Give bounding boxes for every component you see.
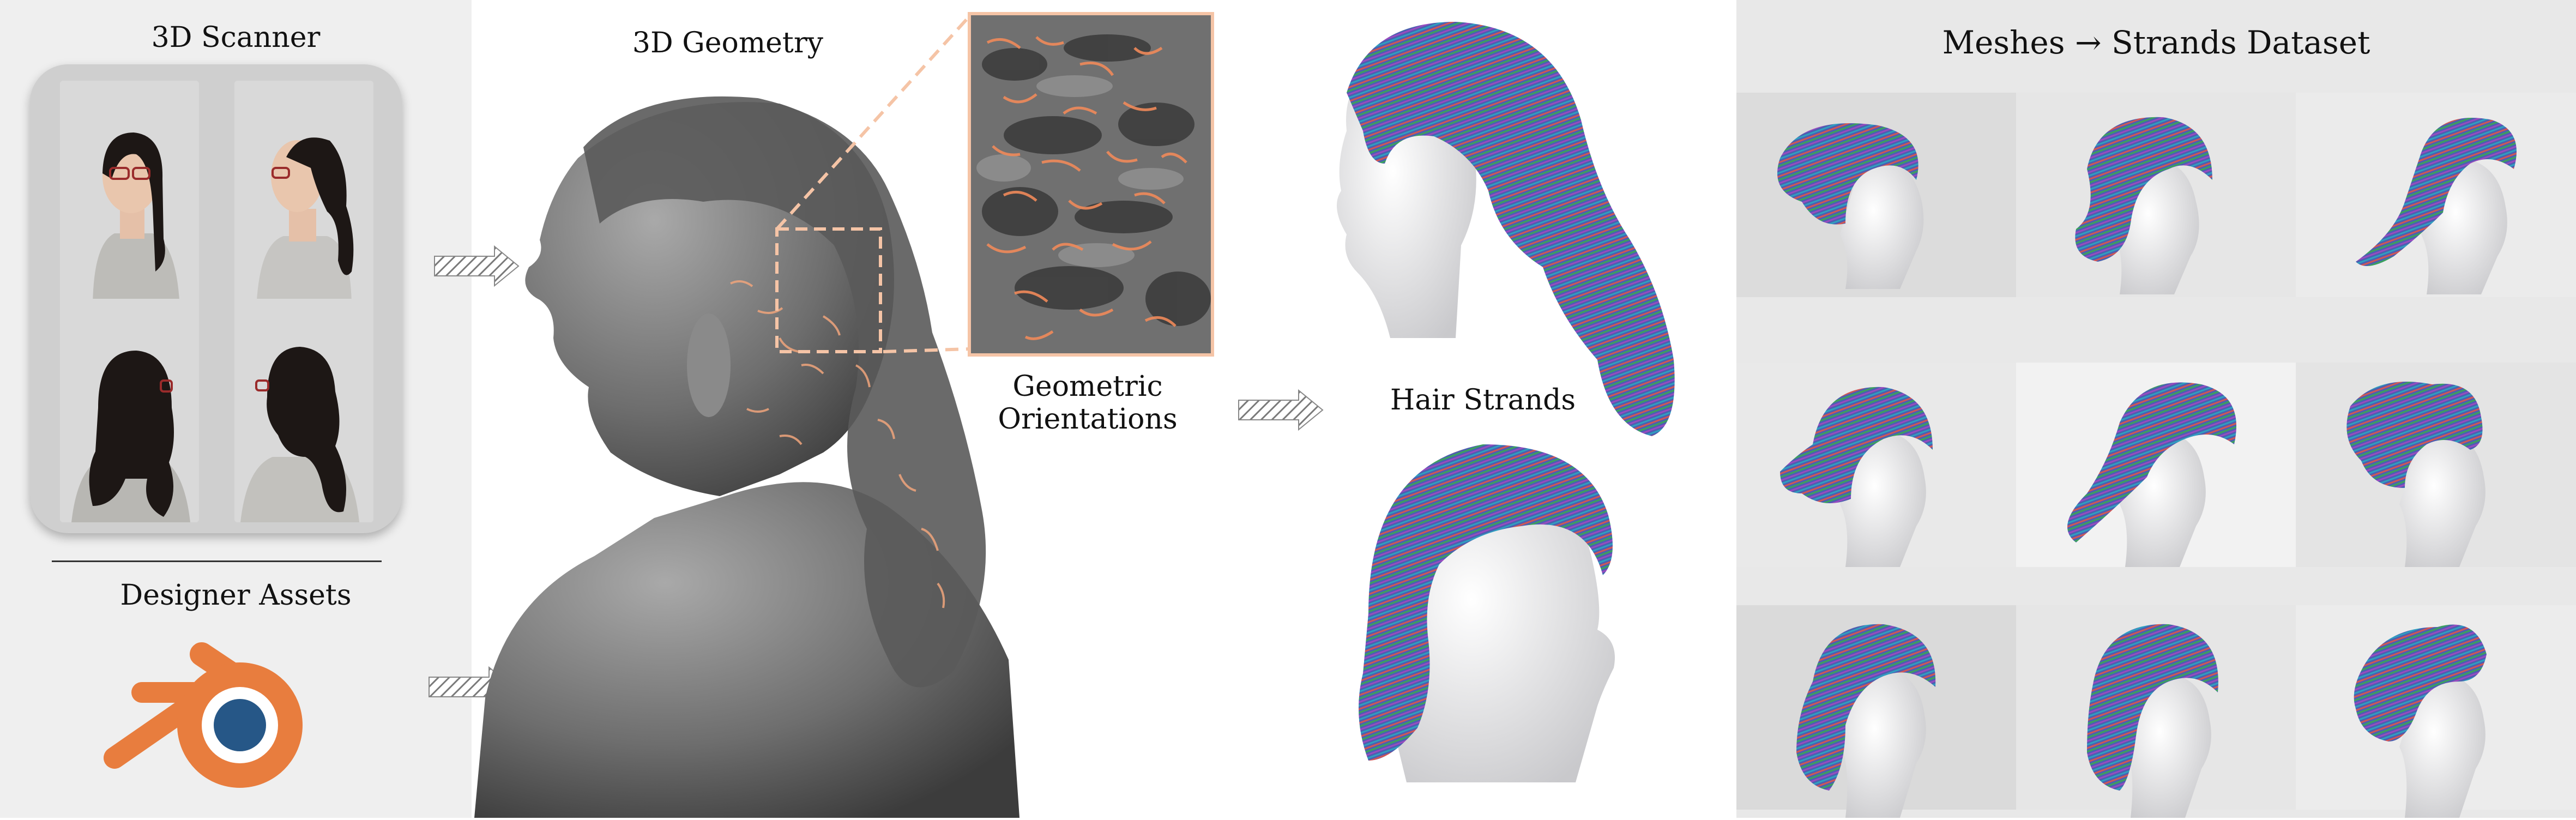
dataset-sample xyxy=(2016,605,2296,818)
scan-photo-front-left xyxy=(60,81,199,304)
designer-assets-title: Designer Assets xyxy=(120,579,352,612)
scan-photo-side-right xyxy=(234,81,373,304)
hair-strands-title: Hair Strands xyxy=(1390,384,1576,417)
dataset-sample xyxy=(2016,93,2296,297)
scan-photo-back-right xyxy=(234,299,373,522)
dataset-sample xyxy=(2296,93,2576,297)
zoom-connector xyxy=(774,11,981,393)
dataset-sample xyxy=(1736,363,2016,567)
strands-render-bottom xyxy=(1347,433,1652,793)
geometry-scan-render xyxy=(474,82,1090,818)
geometry-title: 3D Geometry xyxy=(632,27,824,59)
dataset-sample xyxy=(2016,363,2296,567)
section-divider xyxy=(52,560,382,562)
dataset-panel: Meshes → Strands Dataset xyxy=(1736,0,2576,818)
input-sources-panel: 3D Scanner xyxy=(0,0,472,818)
dataset-sample xyxy=(1736,605,2016,818)
orientation-zoom-inset xyxy=(968,12,1214,357)
orientations-title: Geometric Orientations xyxy=(998,370,1178,436)
dataset-sample xyxy=(1736,93,2016,297)
scanner-photo-card xyxy=(30,64,402,533)
dataset-sample xyxy=(2296,363,2576,567)
hatched-arrow-icon xyxy=(1238,388,1325,432)
scan-photo-back-left xyxy=(60,299,199,522)
strands-render-top xyxy=(1325,11,1696,442)
hatched-arrow-icon xyxy=(433,244,521,288)
dataset-title: Meshes → Strands Dataset xyxy=(1942,24,2370,61)
blender-logo-icon xyxy=(104,632,322,801)
scanner-title: 3D Scanner xyxy=(151,21,321,54)
dataset-sample xyxy=(2296,605,2576,818)
